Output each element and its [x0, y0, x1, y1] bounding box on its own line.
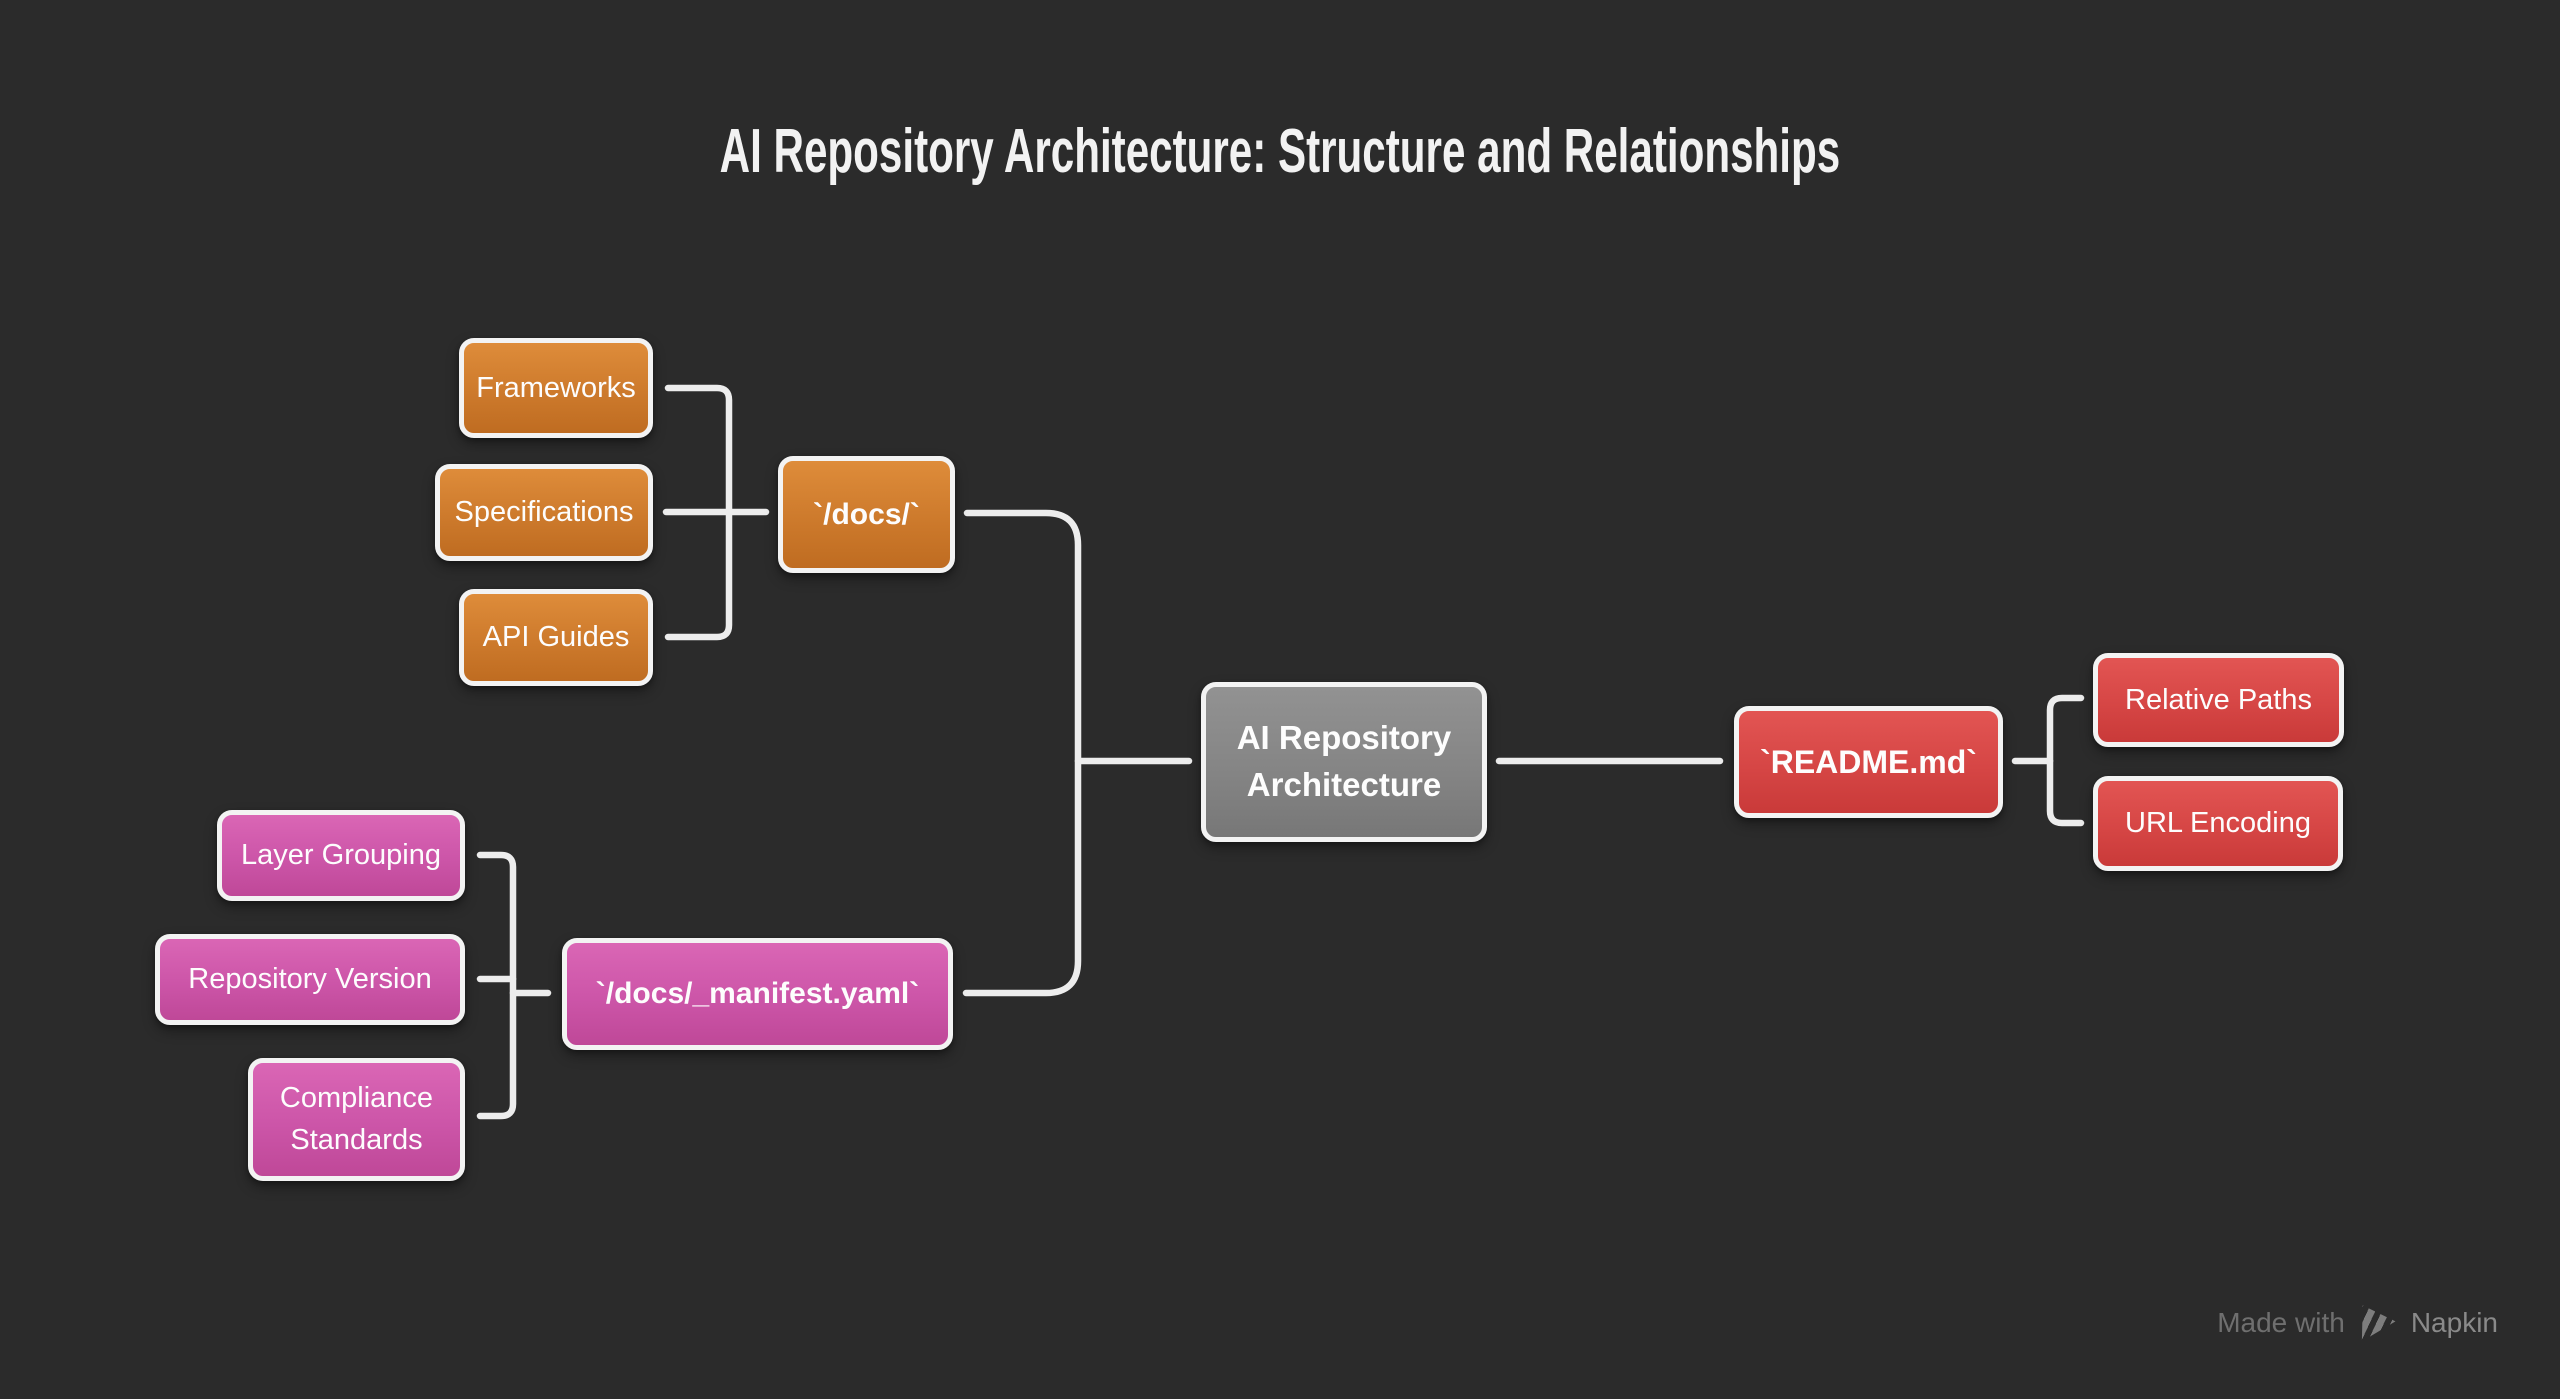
node-layer-grouping[interactable]: Layer Grouping: [217, 810, 465, 901]
node-manifest-label: `/docs/_manifest.yaml`: [595, 977, 920, 1010]
page-title-text: AI Repository Architecture: Structure an…: [719, 117, 1841, 186]
page-title: AI Repository Architecture: Structure an…: [0, 116, 2560, 187]
node-readme-label: `README.md`: [1760, 743, 1977, 780]
node-layer-grouping-label: Layer Grouping: [241, 839, 441, 871]
node-url-encoding-label: URL Encoding: [2125, 807, 2311, 839]
node-root-label: AI Repository Architecture: [1236, 719, 1452, 803]
node-specifications-label: Specifications: [454, 496, 634, 528]
node-docs-label: `/docs/`: [813, 497, 920, 531]
watermark-made-with-label: Made with: [2217, 1307, 2345, 1338]
node-compliance-standards[interactable]: Compliance Standards: [248, 1058, 465, 1181]
node-manifest[interactable]: `/docs/_manifest.yaml`: [562, 938, 953, 1050]
connector-pink-bracket: [476, 851, 517, 1120]
napkin-logo-icon: [2361, 1305, 2396, 1342]
node-root[interactable]: AI Repository Architecture: [1201, 682, 1487, 842]
node-repository-version[interactable]: Repository Version: [155, 934, 465, 1025]
node-api-guides[interactable]: API Guides: [459, 589, 653, 686]
connector-docs-manifest-junction: [962, 509, 1082, 997]
node-api-guides-label: API Guides: [482, 621, 630, 653]
napkin-watermark[interactable]: Made with Napkin: [2217, 1300, 2498, 1346]
node-url-encoding[interactable]: URL Encoding: [2093, 776, 2343, 871]
node-relative-paths[interactable]: Relative Paths: [2093, 653, 2344, 747]
connector-red-bracket: [2046, 694, 2085, 827]
node-frameworks[interactable]: Frameworks: [459, 338, 653, 438]
watermark-brand-label: Napkin: [2410, 1307, 2498, 1338]
node-repository-version-label: Repository Version: [188, 963, 432, 995]
node-frameworks-label: Frameworks: [476, 371, 636, 404]
node-compliance-standards-label: Compliance Standards: [279, 1082, 434, 1156]
node-relative-paths-label: Relative Paths: [2125, 683, 2312, 716]
node-readme[interactable]: `README.md`: [1734, 706, 2003, 818]
node-specifications[interactable]: Specifications: [435, 464, 653, 561]
node-docs[interactable]: `/docs/`: [778, 456, 955, 573]
